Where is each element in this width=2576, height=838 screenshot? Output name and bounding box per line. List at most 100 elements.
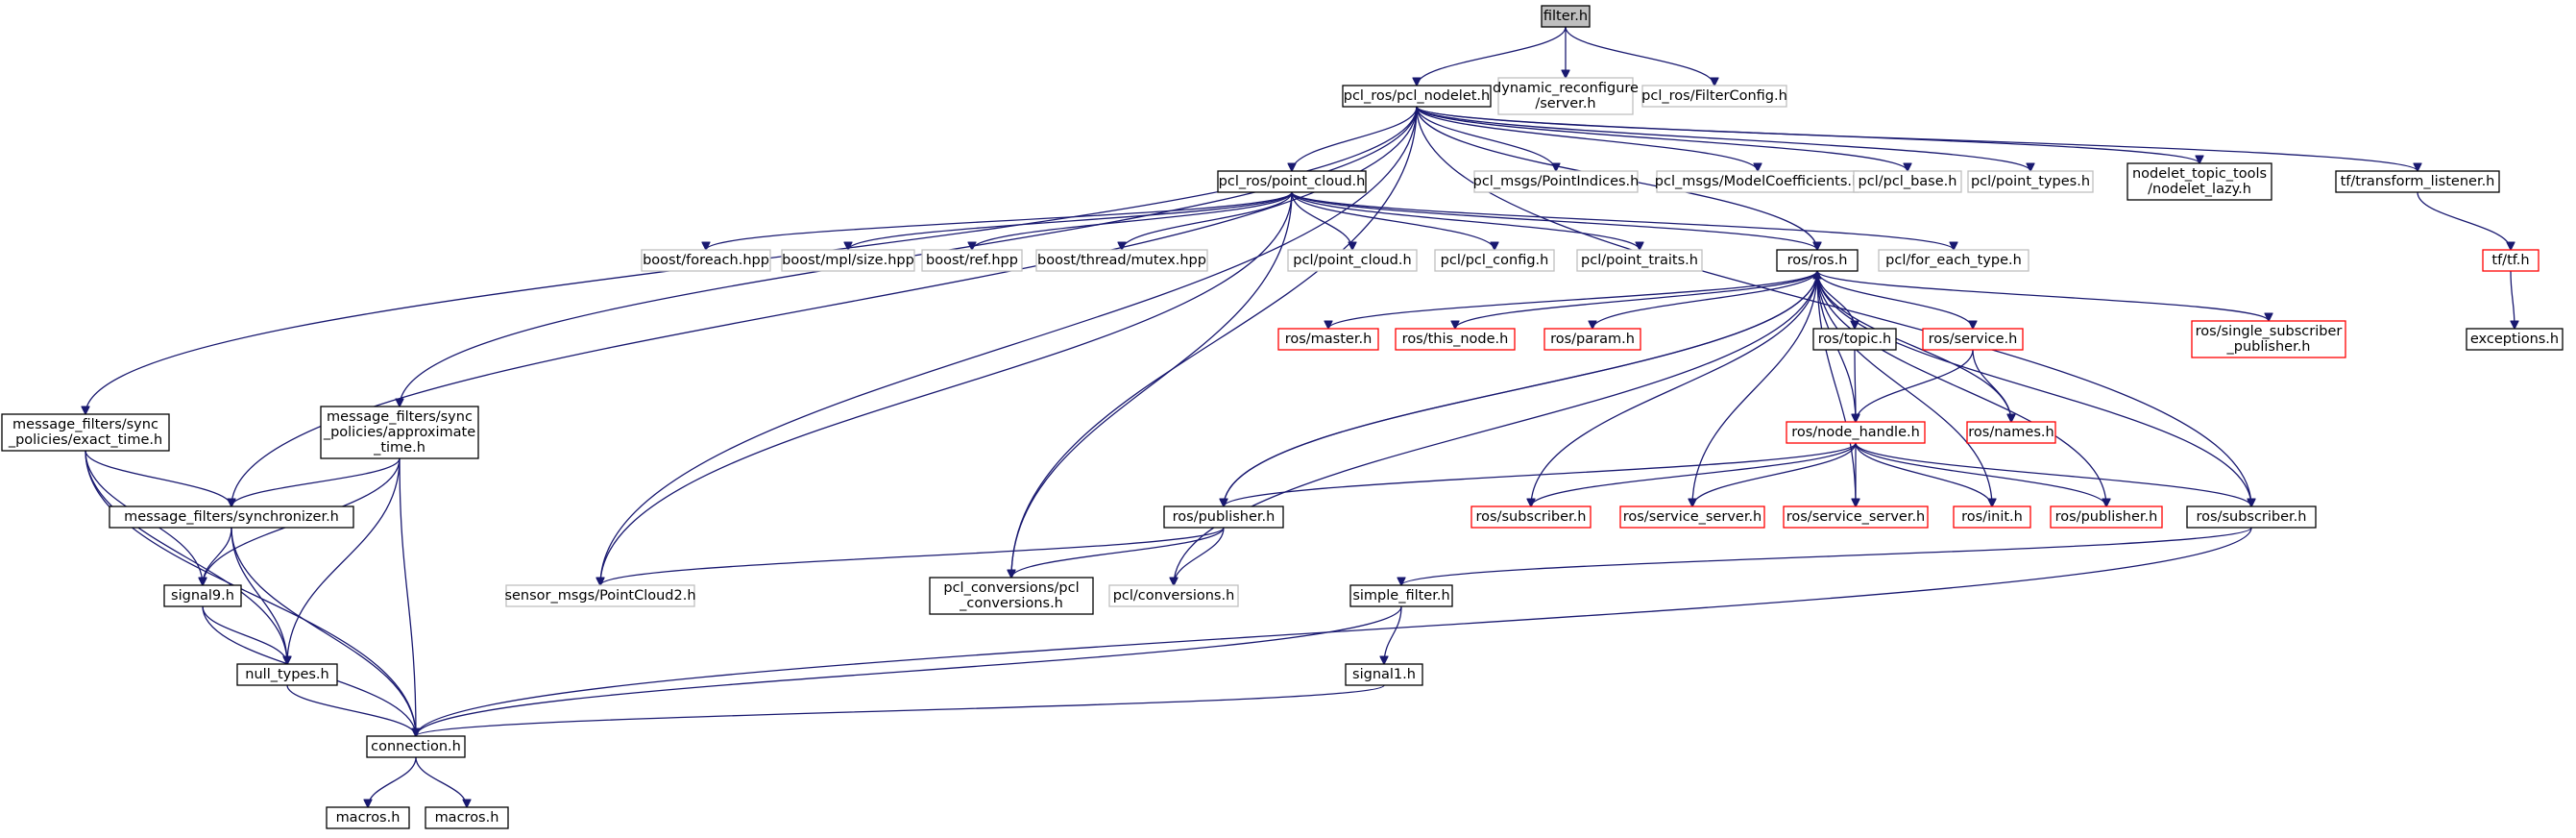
edge-node_handle-to-ros_subscriber_n bbox=[1855, 442, 2251, 506]
node-ros_param[interactable]: ros/param.h bbox=[1543, 328, 1641, 351]
node-label: ros/publisher.h bbox=[2055, 509, 2158, 525]
node-point_cloud[interactable]: pcl_ros/point_cloud.h bbox=[1217, 170, 1367, 193]
node-point_indices[interactable]: pcl_msgs/PointIndices.h bbox=[1473, 170, 1640, 193]
node-label: macros.h bbox=[435, 810, 499, 826]
node-label: _publisher.h bbox=[2226, 339, 2311, 355]
node-point_types[interactable]: pcl/point_types.h bbox=[1967, 170, 2094, 193]
edge-filter_h-to-filter_config bbox=[1565, 26, 1714, 86]
node-signal9[interactable]: signal9.h bbox=[163, 584, 242, 607]
node-pointcloud2[interactable]: sensor_msgs/PointCloud2.h bbox=[504, 584, 696, 607]
node-mf_sync[interactable]: message_filters/synchronizer.h bbox=[109, 505, 354, 529]
edge-simple_filter-to-signal1 bbox=[1384, 605, 1402, 664]
edge-mf_exact-to-null_types bbox=[85, 450, 287, 664]
node-ros_master[interactable]: ros/master.h bbox=[1277, 328, 1379, 351]
node-label: pcl_msgs/ModelCoefficients.h bbox=[1655, 174, 1860, 189]
node-single_sub_pub[interactable]: ros/single_subscriber_publisher.h bbox=[2191, 320, 2346, 358]
node-signal1[interactable]: signal1.h bbox=[1345, 663, 1423, 686]
edge-ros_h-to-ros_publisher_r bbox=[1816, 270, 2106, 506]
node-null_types[interactable]: null_types.h bbox=[236, 663, 338, 686]
node-model_coeff[interactable]: pcl_msgs/ModelCoefficients.h bbox=[1655, 170, 1860, 193]
edge-node_handle-to-ros_init bbox=[1855, 442, 1992, 506]
node-ros_names[interactable]: ros/names.h bbox=[1966, 421, 2056, 444]
node-box bbox=[1342, 85, 1492, 108]
node-pcl_conversions[interactable]: pcl_conversions/pcl_conversions.h bbox=[929, 577, 1094, 615]
node-label: boost/mpl/size.hpp bbox=[782, 253, 914, 268]
edge-point_cloud-to-point_traits bbox=[1291, 191, 1640, 250]
node-box bbox=[1786, 421, 1926, 444]
node-ros_init[interactable]: ros/init.h bbox=[1953, 505, 2031, 529]
node-box bbox=[1776, 249, 1859, 272]
node-ros_h[interactable]: ros/ros.h bbox=[1776, 249, 1859, 272]
node-label: ros/single_subscriber bbox=[2196, 324, 2343, 339]
edge-node_handle-to-ros_service_server_1 bbox=[1692, 442, 1857, 506]
node-ros_service_server_2[interactable]: ros/service_server.h bbox=[1783, 505, 1929, 529]
edge-pcl_nodelet-to-ros_subscriber_n bbox=[1416, 106, 2251, 506]
node-exceptions[interactable]: exceptions.h bbox=[2466, 328, 2564, 351]
node-label: message_filters/sync bbox=[12, 417, 158, 432]
node-label: pcl/point_traits.h bbox=[1581, 253, 1698, 268]
node-connection[interactable]: connection.h bbox=[366, 735, 466, 758]
node-label: boost/thread/mutex.hpp bbox=[1037, 253, 1206, 268]
node-ros_subscriber_n[interactable]: ros/subscriber.h bbox=[2186, 505, 2317, 529]
node-box bbox=[2466, 328, 2564, 351]
node-pcl_config[interactable]: pcl/pcl_config.h bbox=[1434, 249, 1555, 272]
node-box bbox=[1967, 170, 2094, 193]
node-node_handle[interactable]: ros/node_handle.h bbox=[1786, 421, 1926, 444]
node-boost_mutex[interactable]: boost/thread/mutex.hpp bbox=[1035, 249, 1208, 272]
node-mf_approx[interactable]: message_filters/sync_policies/approximat… bbox=[320, 406, 479, 459]
node-boost_ref[interactable]: boost/ref.hpp bbox=[921, 249, 1023, 272]
node-macros_1[interactable]: macros.h bbox=[326, 806, 410, 829]
edge-mf_exact-to-mf_sync bbox=[85, 450, 231, 506]
node-for_each_type[interactable]: pcl/for_each_type.h bbox=[1878, 249, 2029, 272]
node-box bbox=[641, 249, 771, 272]
node-filter_config[interactable]: pcl_ros/FilterConfig.h bbox=[1641, 85, 1787, 108]
edge-mf_approx-to-mf_sync bbox=[231, 457, 401, 506]
node-label: /nodelet_lazy.h bbox=[2148, 182, 2251, 197]
node-tf_h[interactable]: tf/tf.h bbox=[2482, 249, 2540, 272]
node-ros_this_node[interactable]: ros/this_node.h bbox=[1395, 328, 1516, 351]
node-point_traits[interactable]: pcl/point_traits.h bbox=[1576, 249, 1703, 272]
node-ros_publisher_n[interactable]: ros/publisher.h bbox=[1163, 505, 1284, 529]
node-label: exceptions.h bbox=[2470, 332, 2559, 347]
node-box bbox=[425, 806, 509, 829]
node-dyn_reconf[interactable]: dynamic_reconfigure/server.h bbox=[1493, 77, 1639, 115]
node-pcl_point_cloud[interactable]: pcl/point_cloud.h bbox=[1287, 249, 1418, 272]
edge-pcl_nodelet-to-pcl_conversions bbox=[1011, 106, 1418, 578]
node-ros_publisher_r[interactable]: ros/publisher.h bbox=[2050, 505, 2163, 529]
node-macros_2[interactable]: macros.h bbox=[425, 806, 509, 829]
node-label: pcl_ros/pcl_nodelet.h bbox=[1344, 88, 1490, 104]
node-boost_foreach[interactable]: boost/foreach.hpp bbox=[641, 249, 771, 272]
node-pcl_nodelet[interactable]: pcl_ros/pcl_nodelet.h bbox=[1342, 85, 1492, 108]
node-ros_service_server_1[interactable]: ros/service_server.h bbox=[1619, 505, 1765, 529]
node-label: pcl/pcl_base.h bbox=[1859, 174, 1957, 189]
node-pcl_base[interactable]: pcl/pcl_base.h bbox=[1853, 170, 1962, 193]
node-boost_mpl[interactable]: boost/mpl/size.hpp bbox=[781, 249, 915, 272]
node-simple_filter[interactable]: simple_filter.h bbox=[1349, 584, 1453, 607]
node-nodelet_lazy[interactable]: nodelet_topic_tools/nodelet_lazy.h bbox=[2126, 162, 2272, 201]
node-pcl_conv_h[interactable]: pcl/conversions.h bbox=[1108, 584, 1239, 607]
node-box bbox=[1619, 505, 1765, 529]
edge-point_cloud-to-pcl_config bbox=[1291, 191, 1495, 250]
edge-pcl_nodelet-to-point_types bbox=[1416, 106, 2030, 172]
node-label: message_filters/sync bbox=[327, 409, 473, 425]
node-box bbox=[1878, 249, 2029, 272]
node-label: ros/node_handle.h bbox=[1791, 425, 1920, 440]
node-tf_listener[interactable]: tf/transform_listener.h bbox=[2335, 170, 2500, 193]
node-box bbox=[2191, 320, 2346, 358]
edge-point_cloud-to-boost_ref bbox=[972, 191, 1293, 250]
node-box bbox=[163, 584, 242, 607]
node-ros_subscriber_r[interactable]: ros/subscriber.h bbox=[1470, 505, 1592, 529]
node-ros_topic[interactable]: ros/topic.h bbox=[1812, 328, 1897, 351]
edge-connection-to-macros_2 bbox=[415, 756, 467, 807]
node-label: pcl/pcl_config.h bbox=[1441, 253, 1549, 268]
node-box bbox=[320, 406, 479, 459]
edge-mf_sync-to-null_types bbox=[231, 527, 287, 664]
edge-ros_publisher_n-to-pointcloud2 bbox=[600, 527, 1225, 586]
edge-ros_publisher_n-to-pcl_conv_h bbox=[1174, 527, 1225, 585]
node-ros_service[interactable]: ros/service.h bbox=[1922, 328, 2024, 351]
node-label: ros/subscriber.h bbox=[2197, 509, 2307, 525]
node-mf_exact[interactable]: message_filters/sync_policies/exact_time… bbox=[1, 413, 170, 452]
node-label: ros/master.h bbox=[1285, 332, 1373, 347]
node-label: dynamic_reconfigure bbox=[1493, 81, 1639, 96]
